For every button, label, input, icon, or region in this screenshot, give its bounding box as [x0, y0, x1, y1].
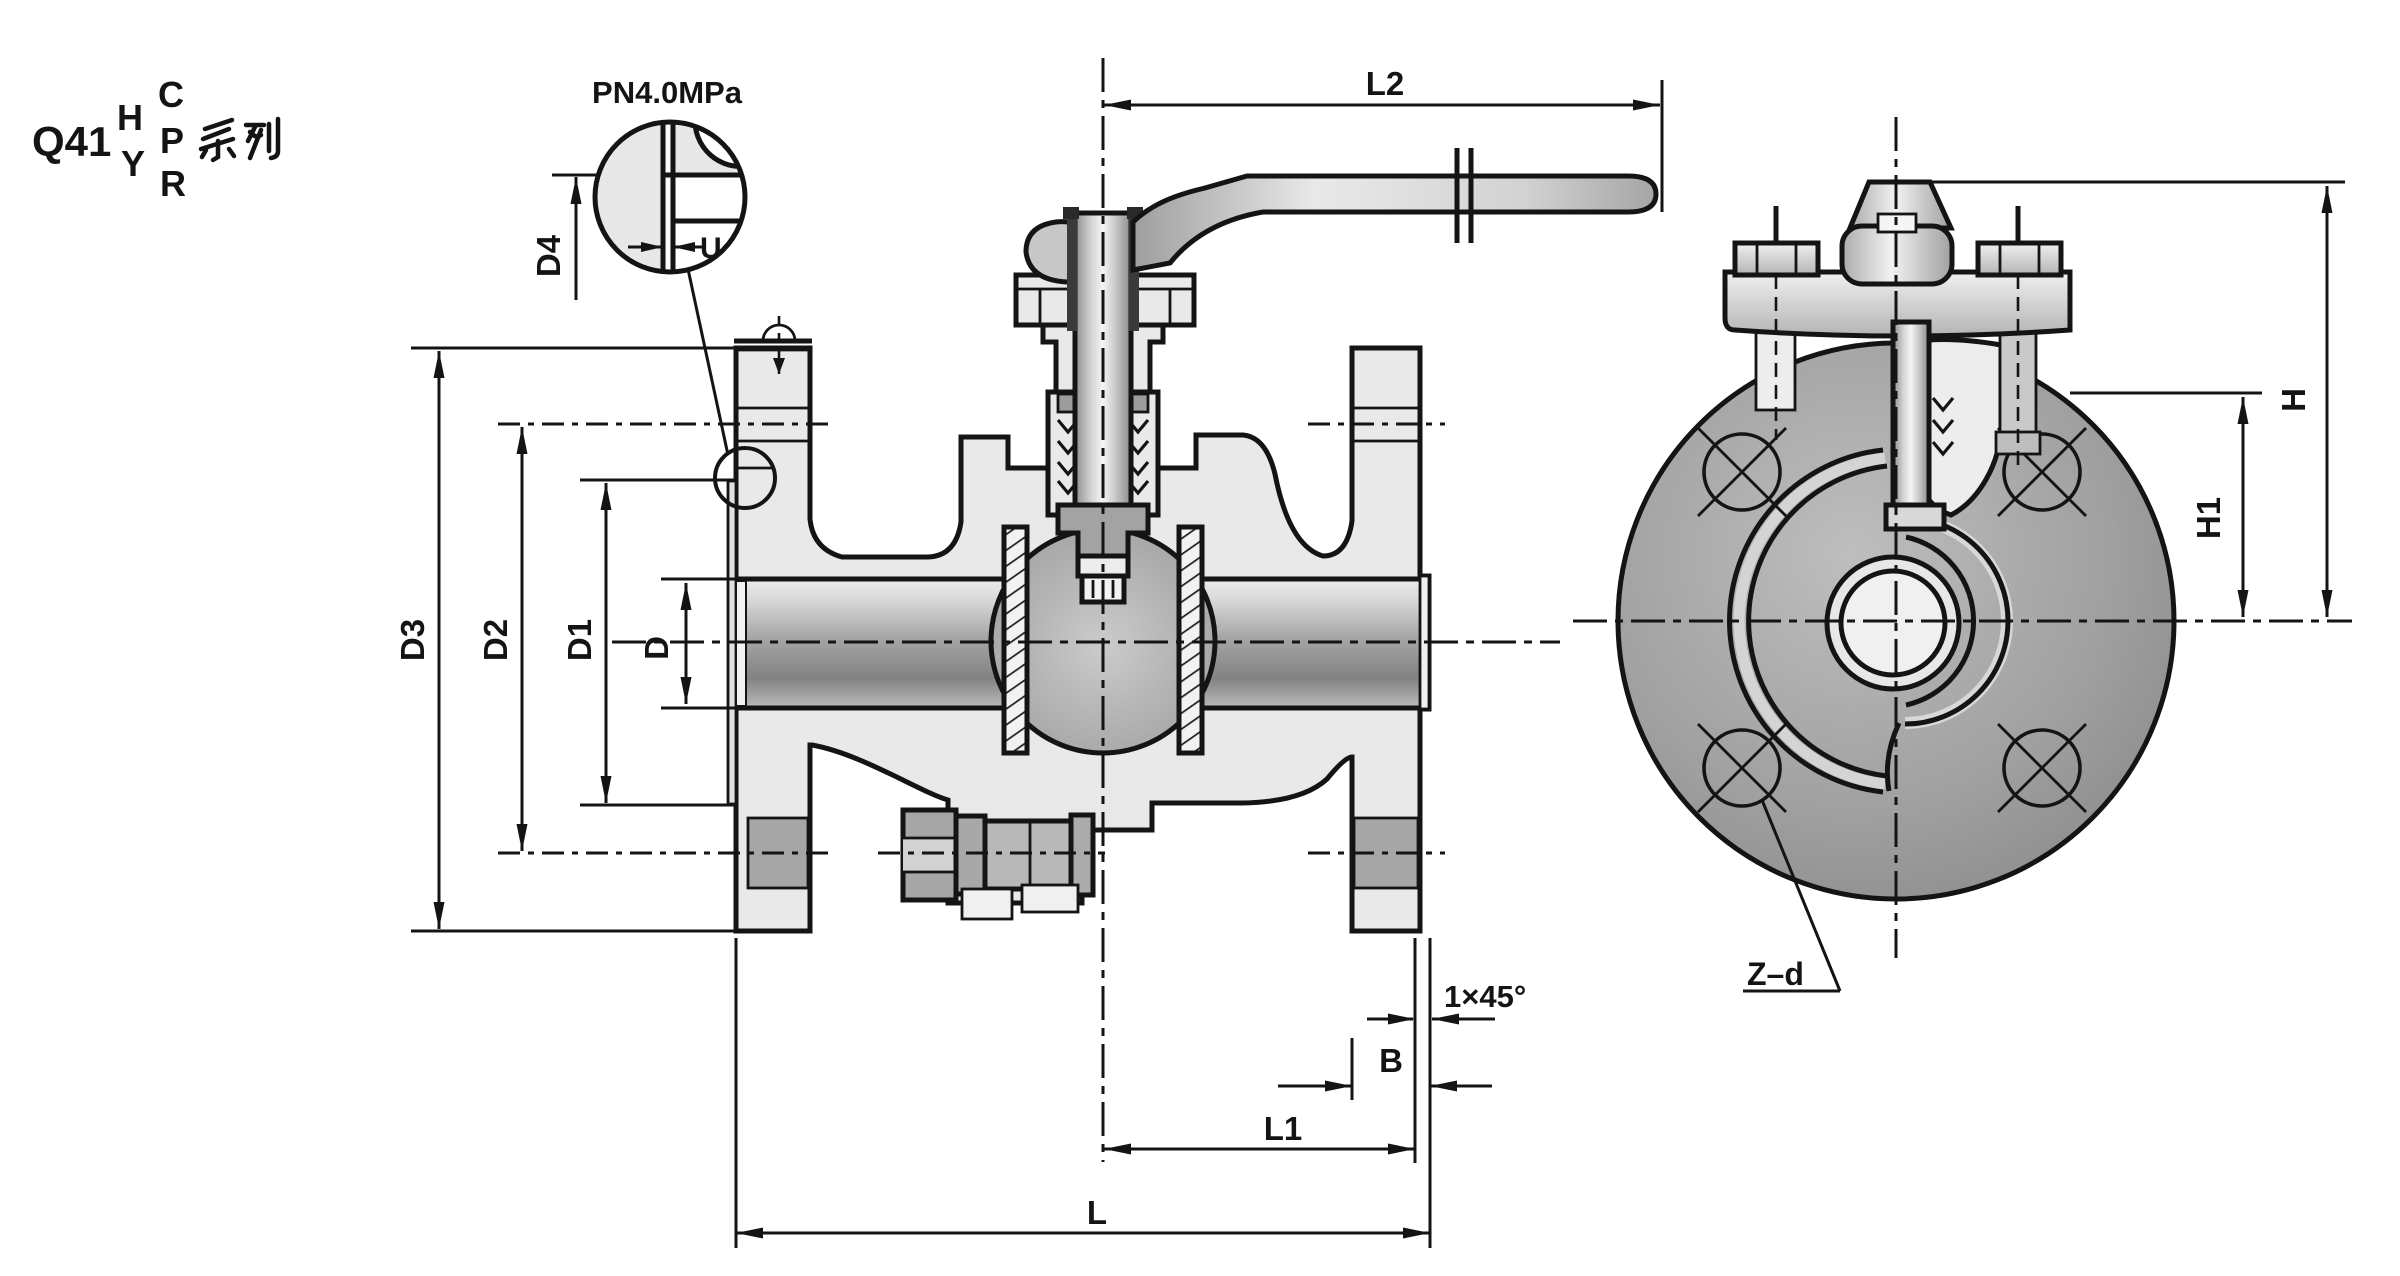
svg-text:PN4.0MPa: PN4.0MPa	[592, 75, 743, 110]
svg-text:P: P	[160, 120, 184, 161]
svg-text:L1: L1	[1264, 1110, 1303, 1147]
svg-text:Q41: Q41	[32, 118, 111, 165]
svg-text:D: D	[638, 636, 675, 660]
svg-text:H: H	[117, 97, 143, 138]
svg-text:H: H	[2275, 388, 2312, 412]
svg-text:H1: H1	[2190, 497, 2227, 539]
svg-text:R: R	[160, 163, 186, 204]
svg-text:1×45°: 1×45°	[1444, 979, 1526, 1014]
svg-text:D2: D2	[477, 619, 514, 661]
svg-text:U: U	[700, 232, 722, 265]
svg-text:D4: D4	[530, 234, 567, 277]
svg-text:Z–d: Z–d	[1747, 956, 1804, 992]
svg-text:C: C	[158, 74, 184, 115]
svg-text:Y: Y	[121, 143, 145, 184]
svg-text:L: L	[1087, 1194, 1107, 1231]
svg-text:D1: D1	[561, 619, 598, 661]
svg-text:B: B	[1379, 1042, 1403, 1079]
svg-text:L2: L2	[1366, 65, 1405, 102]
svg-text:D3: D3	[394, 619, 431, 661]
